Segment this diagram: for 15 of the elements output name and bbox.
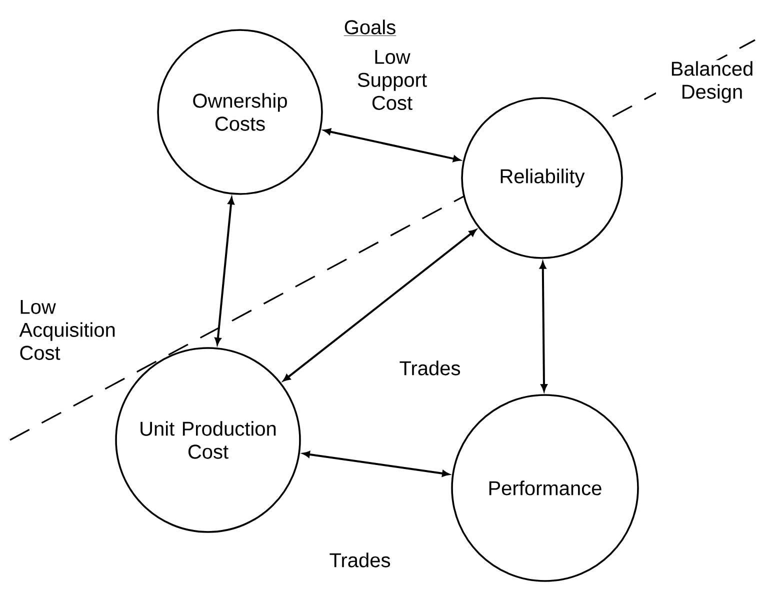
region-label: Balanced Design	[672, 61, 752, 103]
title: Goals	[344, 20, 396, 36]
circle-node: Ownership Costs	[157, 29, 323, 195]
double-arrow	[214, 197, 234, 345]
double-arrow	[324, 128, 460, 162]
region-label: Trades	[400, 360, 460, 376]
region-label: Trades	[330, 552, 390, 568]
circle-node: Unit Production Cost	[115, 347, 301, 533]
double-arrow	[302, 451, 450, 477]
circle-node: Reliability	[461, 97, 623, 259]
region-label: Low Support Cost	[358, 50, 427, 110]
circle-node: Performance	[451, 394, 639, 582]
region-label: Low Acquisition Cost	[19, 300, 115, 360]
double-arrow	[283, 229, 476, 382]
double-arrow	[540, 262, 548, 392]
